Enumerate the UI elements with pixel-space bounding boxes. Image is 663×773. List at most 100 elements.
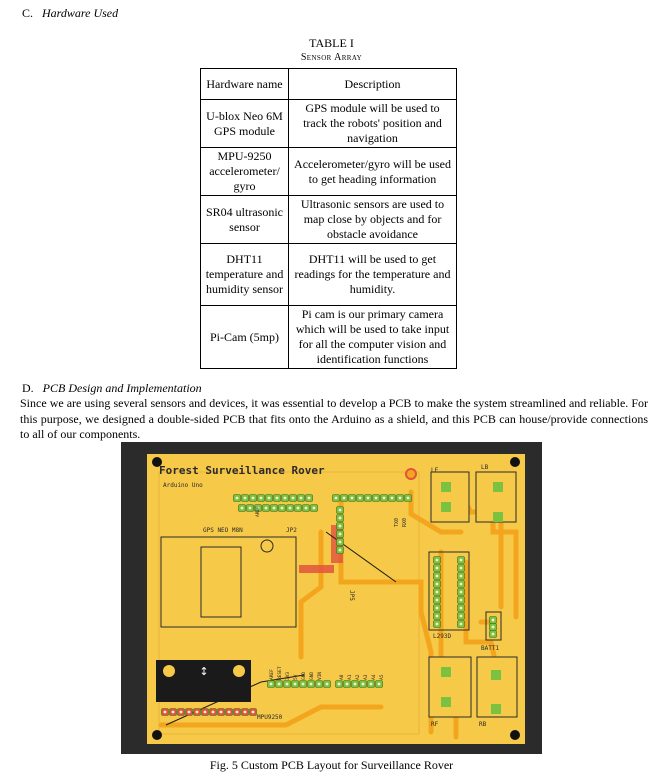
pcb-pin-hole — [338, 540, 342, 544]
motor-connector-lb — [475, 471, 517, 523]
pcb-pin-hole — [459, 566, 463, 570]
pcb-pin-hole — [377, 682, 381, 686]
via-pad — [405, 468, 417, 480]
pcb-pin-hole — [337, 682, 341, 686]
pcb-pin-hole — [435, 590, 439, 594]
pcb-pin-hole — [345, 682, 349, 686]
gps-mount-hole — [260, 539, 274, 553]
mount-hole-top-right — [510, 457, 520, 467]
pcb-pin-hole — [382, 496, 386, 500]
pcb-pin-hole — [307, 496, 311, 500]
pcb-pin-hole — [171, 710, 175, 714]
description-cell: DHT11 will be used to get readings for t… — [288, 243, 457, 306]
pcb-pin-hole — [251, 710, 255, 714]
pcb-pin-hole — [219, 710, 223, 714]
pcb-pin-hole — [283, 496, 287, 500]
pcb-pin-hole — [203, 710, 207, 714]
pcb-pin-hole — [280, 506, 284, 510]
pcb-pin-hole — [338, 508, 342, 512]
table-number: TABLE I — [309, 36, 354, 50]
pcb-pin-hole — [369, 682, 373, 686]
gps-module-outline — [160, 536, 297, 628]
rb-label: RB — [479, 721, 487, 728]
lb-label: LB — [481, 464, 489, 471]
pcb-pin-hole — [248, 506, 252, 510]
pcb-pin-hole — [459, 558, 463, 562]
rf-label: RF — [431, 721, 439, 728]
pcb-pin-hole — [398, 496, 402, 500]
pcb-pin-hole — [406, 496, 410, 500]
pcb-pin-hole — [459, 582, 463, 586]
pcb-pin-hole — [361, 682, 365, 686]
table-title: Sensor Array — [300, 52, 363, 63]
l293d-label: L293D — [433, 633, 451, 640]
pcb-pin-hole — [459, 606, 463, 610]
pcb-pin-hole — [435, 582, 439, 586]
pcb-pin-hole — [459, 598, 463, 602]
mount-hole-bottom-right — [510, 730, 520, 740]
table-row: Pi-Cam (5mp) Pi cam is our primary camer… — [200, 305, 457, 369]
pcb-pin-hole — [259, 496, 263, 500]
battery-connector — [485, 611, 502, 641]
pcb-pin-hole — [435, 598, 439, 602]
pcb-pin-hole — [312, 506, 316, 510]
v33-label: 3V3 — [285, 672, 291, 680]
pcb-pin-hole — [304, 506, 308, 510]
pcb-title: Forest Surveillance Rover — [159, 464, 325, 477]
jp5-label: JP5 — [348, 590, 355, 601]
pcb-pin-hole — [301, 682, 305, 686]
pcb-pin-hole — [211, 710, 215, 714]
table-header-description: Description — [288, 68, 457, 100]
pcb-pin-hole — [240, 506, 244, 510]
sensor-array-table: Hardware name Description U-blox Neo 6M … — [200, 68, 457, 369]
pcb-pin-hole — [235, 496, 239, 500]
pcb-pin-hole — [296, 506, 300, 510]
figure-caption: Fig. 5 Custom PCB Layout for Surveillanc… — [209, 758, 454, 772]
reset-label: RESET — [277, 666, 283, 680]
pcb-pin-hole — [342, 496, 346, 500]
pcb-pin-headers — [161, 494, 497, 716]
l293d-outline — [428, 551, 470, 631]
gps-label: GPS NEO M8N — [203, 527, 243, 534]
table-row: SR04 ultrasonic sensor Ultrasonic sensor… — [200, 195, 457, 244]
a4-label: A4 — [371, 674, 377, 680]
pcb-pin-hole — [338, 516, 342, 520]
pcb-pin-hole — [256, 506, 260, 510]
pcb-pin-hole — [251, 496, 255, 500]
motor-connector-rb — [476, 656, 518, 718]
pcb-layout-image: ↕ — [121, 442, 542, 754]
pcb-pin-hole — [366, 496, 370, 500]
section-d-heading: D. PCB Design and Implementation — [22, 381, 202, 396]
gnd2-label: GND — [309, 672, 315, 680]
mpu-axis-icon: ↕ — [199, 665, 208, 678]
tx-label: TX0 — [394, 518, 400, 527]
pcb-pin-hole — [491, 625, 495, 629]
pcb-pin-hole — [309, 682, 313, 686]
section-d-paragraph: Since we are using several sensors and d… — [20, 396, 648, 441]
pcb-pin-hole — [195, 710, 199, 714]
pcb-figure: ↕ — [121, 442, 542, 754]
pcb-pin-hole — [358, 496, 362, 500]
jp5-red-trace — [299, 565, 334, 573]
jp2-label: JP2 — [286, 527, 297, 534]
a1-label: A1 — [347, 674, 353, 680]
description-cell: Accelerometer/gyro will be used to get h… — [288, 147, 457, 196]
motor-connector-rf — [428, 656, 472, 718]
pcb-pin-hole — [317, 682, 321, 686]
pcb-pin-hole — [277, 682, 281, 686]
section-c-title: Hardware Used — [42, 6, 119, 20]
a5-label: A5 — [379, 674, 385, 680]
table-row: MPU-9250 accelerometer/ gyro Acceleromet… — [200, 147, 457, 196]
pcb-pin-hole — [334, 496, 338, 500]
pcb-pin-hole — [338, 524, 342, 528]
pcb-pin-hole — [390, 496, 394, 500]
pcb-pin-hole — [243, 496, 247, 500]
pcb-pin-hole — [338, 532, 342, 536]
pcb-pin-hole — [187, 710, 191, 714]
pcb-pin-hole — [299, 496, 303, 500]
pcb-pin-hole — [291, 496, 295, 500]
pcb-pin-hole — [269, 682, 273, 686]
mpu-mount-hole-right — [233, 665, 245, 677]
pcb-pin-hole — [235, 710, 239, 714]
pcb-pin-hole — [267, 496, 271, 500]
